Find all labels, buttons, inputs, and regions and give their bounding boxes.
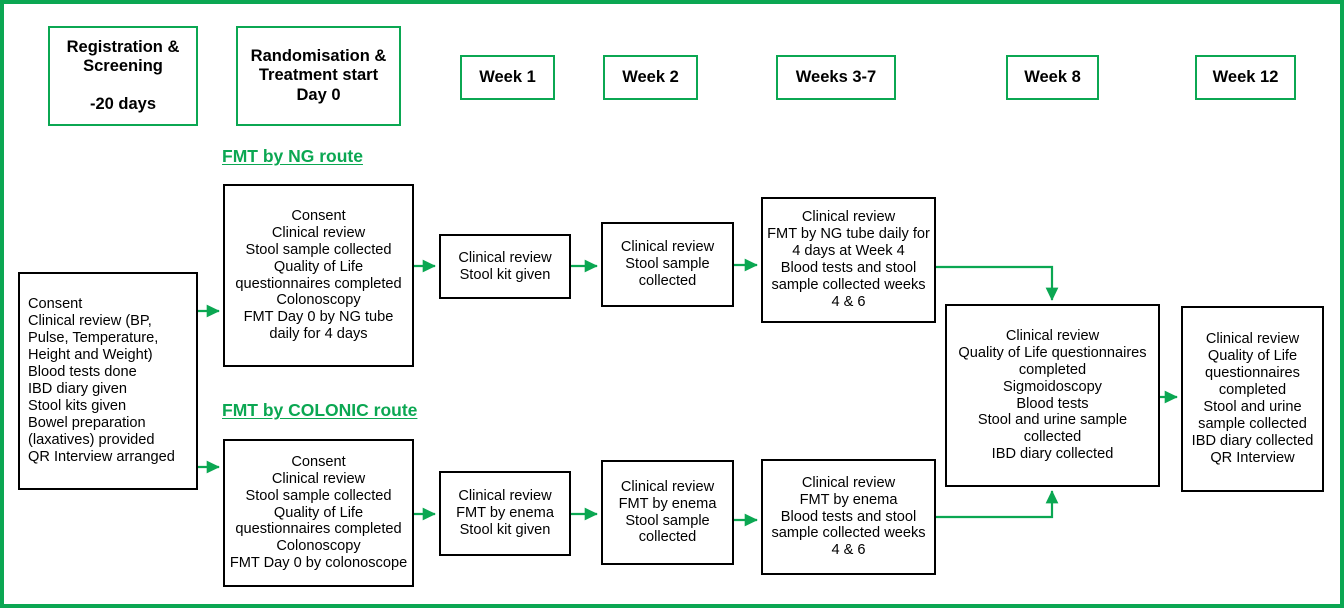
timeline-box-week12: Week 12 xyxy=(1195,55,1296,100)
timeline-box-randomisation: Randomisation & Treatment start Day 0 xyxy=(236,26,401,126)
timeline-label-week1: Week 1 xyxy=(479,67,536,86)
box-ng-day0-text: Consent Clinical review Stool sample col… xyxy=(235,207,402,343)
box-colonic-weeks3-7-text: Clinical review FMT by enema Blood tests… xyxy=(771,474,926,559)
timeline-label-randomisation: Randomisation & Treatment start Day 0 xyxy=(250,47,387,104)
box-ng-weeks3-7-text: Clinical review FMT by NG tube daily for… xyxy=(767,209,930,310)
box-baseline: Consent Clinical review (BP, Pulse, Temp… xyxy=(18,272,198,490)
timeline-label-week12: Week 12 xyxy=(1212,67,1279,86)
box-week12-text: Clinical review Quality of Life question… xyxy=(1191,331,1314,466)
route-label-colonic-text: FMT by COLONIC route xyxy=(222,400,418,420)
box-ng-week2-text: Clinical review Stool sample collected xyxy=(620,239,715,289)
box-colonic-weeks3-7: Clinical review FMT by enema Blood tests… xyxy=(761,459,936,575)
arrow-colonic-weeks3-7-to-week8 xyxy=(936,490,1059,519)
timeline-label-registration: Registration & Screening -20 days xyxy=(66,37,180,114)
box-ng-weeks3-7: Clinical review FMT by NG tube daily for… xyxy=(761,197,936,323)
box-ng-week1: Clinical review Stool kit given xyxy=(439,234,571,299)
box-ng-week1-text: Clinical review Stool kit given xyxy=(458,249,552,283)
box-colonic-week2-text: Clinical review FMT by enema Stool sampl… xyxy=(618,478,717,546)
box-baseline-text: Consent Clinical review (BP, Pulse, Temp… xyxy=(28,296,175,465)
box-colonic-week2: Clinical review FMT by enema Stool sampl… xyxy=(601,460,734,565)
route-label-ng: FMT by NG route xyxy=(222,146,363,167)
timeline-box-week1: Week 1 xyxy=(460,55,555,100)
timeline-label-week2: Week 2 xyxy=(622,67,679,86)
box-week8: Clinical review Quality of Life question… xyxy=(945,304,1160,487)
box-ng-day0: Consent Clinical review Stool sample col… xyxy=(223,184,414,367)
timeline-label-week8: Week 8 xyxy=(1024,67,1081,86)
box-week12: Clinical review Quality of Life question… xyxy=(1181,306,1324,492)
box-colonic-day0: Consent Clinical review Stool sample col… xyxy=(223,439,414,587)
arrow-ng-weeks3-7-to-week8 xyxy=(936,265,1059,301)
timeline-box-registration: Registration & Screening -20 days xyxy=(48,26,198,126)
box-colonic-week1-text: Clinical review FMT by enema Stool kit g… xyxy=(456,488,554,538)
box-ng-week2: Clinical review Stool sample collected xyxy=(601,222,734,307)
box-week8-text: Clinical review Quality of Life question… xyxy=(958,327,1147,463)
timeline-box-weeks3-7: Weeks 3-7 xyxy=(776,55,896,100)
route-label-ng-text: FMT by NG route xyxy=(222,146,363,166)
timeline-label-weeks3-7: Weeks 3-7 xyxy=(795,67,877,86)
route-label-colonic: FMT by COLONIC route xyxy=(222,400,417,421)
timeline-box-week2: Week 2 xyxy=(603,55,698,100)
box-colonic-week1: Clinical review FMT by enema Stool kit g… xyxy=(439,471,571,556)
connector-layer xyxy=(4,4,1340,604)
timeline-box-week8: Week 8 xyxy=(1006,55,1099,100)
box-colonic-day0-text: Consent Clinical review Stool sample col… xyxy=(229,453,408,572)
